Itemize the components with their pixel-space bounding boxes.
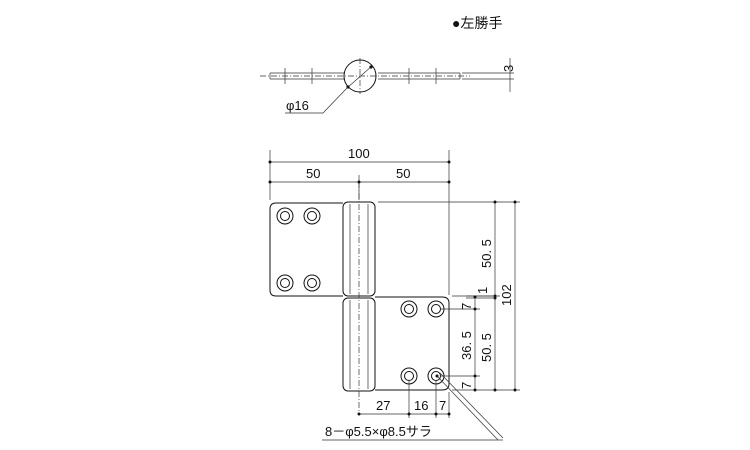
- upper-holes: [276, 207, 321, 292]
- overall-width-label: 100: [348, 146, 370, 161]
- right-leaf-width-label: 50: [396, 166, 410, 181]
- overall-height-label: 102: [499, 284, 514, 306]
- upper-leaf-height-label: 50. 5: [479, 239, 494, 268]
- thickness-label: 3: [501, 65, 516, 72]
- hole-edge-right-label: 7: [439, 398, 446, 413]
- gap-label: 1: [475, 287, 490, 294]
- upper-leaf: [269, 202, 343, 297]
- pin-diameter-label: φ16: [286, 98, 309, 113]
- title-label: ●左勝手: [452, 15, 502, 31]
- lower-holes: [400, 300, 445, 385]
- hole-edge-top-label: 7: [459, 303, 474, 310]
- hole-pitch-horizontal-label: 16: [414, 398, 428, 413]
- lower-leaf-height-label: 50. 5: [479, 333, 494, 362]
- hole-offset-x-label: 27: [376, 398, 390, 413]
- top-view: φ16 3: [260, 58, 516, 114]
- hole-edge-bottom-label: 7: [459, 382, 474, 389]
- hole-pitch-vertical-label: 36. 5: [459, 331, 474, 360]
- front-view: 100 50 50 50. 5 102 50. 5 1 7 36. 5 7: [268, 146, 520, 441]
- hole-spec-label: 8－φ5.5×φ8.5サラ: [325, 424, 432, 439]
- lower-leaf: [375, 296, 450, 391]
- left-leaf-width-label: 50: [306, 166, 320, 181]
